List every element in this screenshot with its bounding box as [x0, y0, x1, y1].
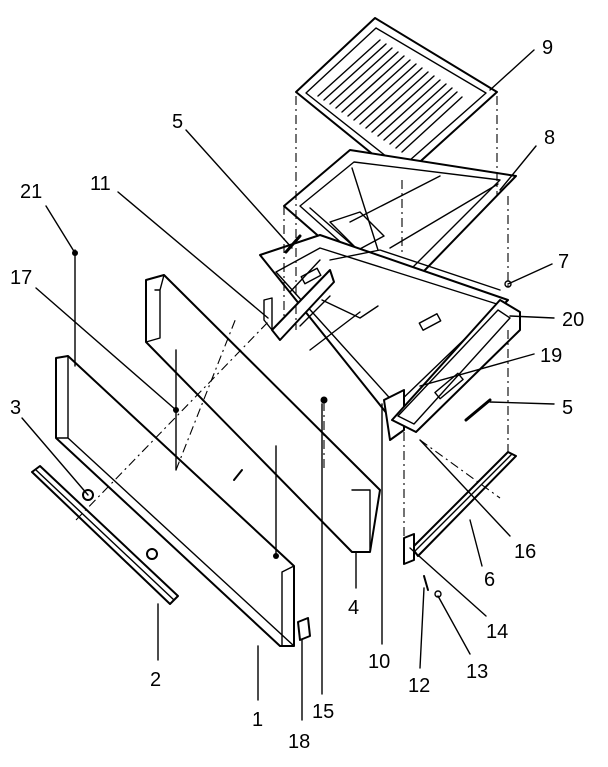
callout-13: 13: [466, 661, 488, 683]
callout-3: 3: [10, 397, 21, 419]
callout-labels: 21 17 3 2 1 18 15 4 10 12 13 14 6 16 5 1…: [10, 37, 584, 753]
callout-10: 10: [368, 651, 390, 673]
callout-7: 7: [558, 251, 569, 273]
part-11-side-bracket: [263, 269, 335, 341]
part-2-handle-strip: [31, 465, 179, 605]
callout-1: 1: [252, 709, 263, 731]
callout-8: 8: [544, 127, 555, 149]
callout-18: 18: [288, 731, 310, 753]
callout-19: 19: [540, 345, 562, 367]
part-9-broiler-grid: [295, 17, 498, 179]
callout-6: 6: [484, 569, 495, 591]
part-6-slide-rail: [411, 451, 517, 557]
assembly-alignment-lines: [75, 96, 509, 540]
part-20-side-panel: [391, 299, 521, 433]
callout-21: 21: [20, 181, 42, 203]
callout-20: 20: [562, 309, 584, 331]
callout-4: 4: [348, 597, 359, 619]
callout-5-lower: 5: [562, 397, 573, 419]
callout-14: 14: [486, 621, 508, 643]
callout-2: 2: [150, 669, 161, 691]
callout-5-upper: 5: [172, 111, 183, 133]
callout-17: 17: [10, 267, 32, 289]
callout-leader-lines: [21, 49, 555, 721]
callout-9: 9: [542, 37, 553, 59]
callout-15: 15: [312, 701, 334, 723]
callout-12: 12: [408, 675, 430, 697]
callout-11: 11: [90, 173, 111, 195]
part-1-front-panel: [55, 355, 295, 647]
callout-16: 16: [514, 541, 536, 563]
